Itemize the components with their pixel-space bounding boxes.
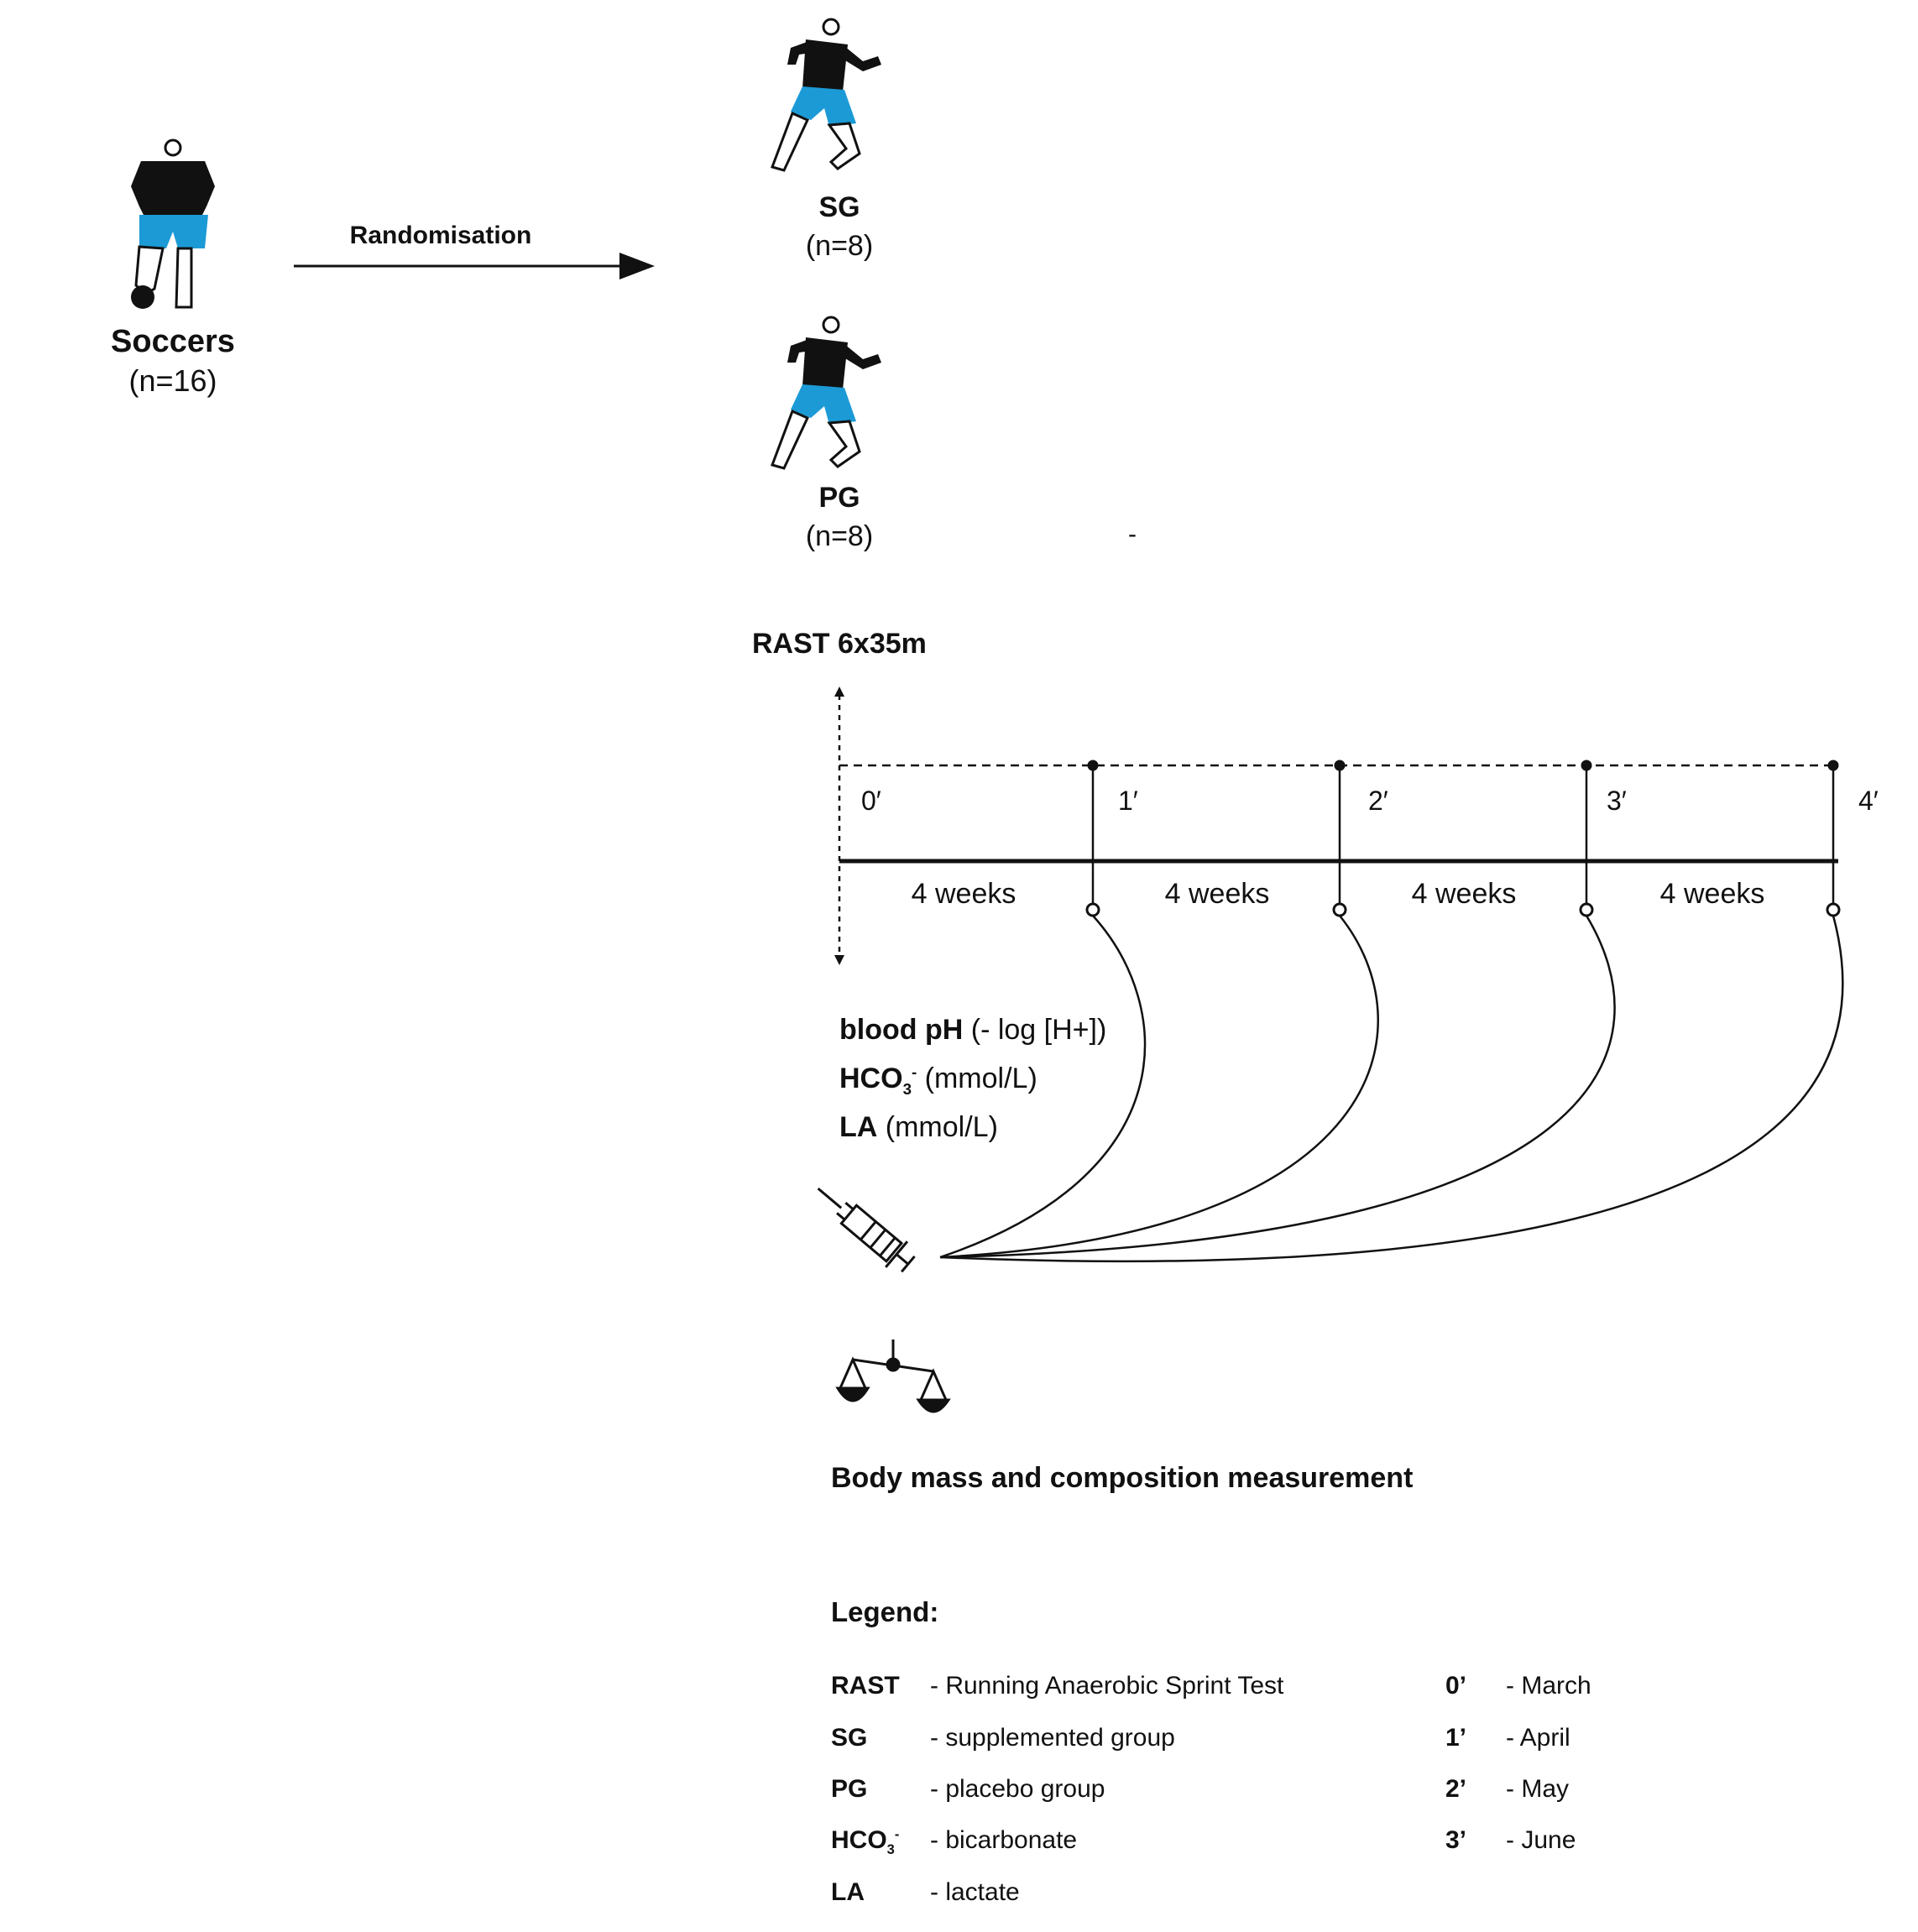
interval-label: 4 weeks	[1164, 878, 1270, 910]
legend-term: PG	[831, 1775, 868, 1803]
legend-term: 3’	[1445, 1826, 1467, 1854]
measure-unit: (mmol/L)	[924, 1063, 1037, 1094]
measure-unit: (mmol/L)	[885, 1111, 998, 1143]
body-mass-label: Body mass and composition measurement	[831, 1462, 1414, 1494]
participants-count: (n=16)	[128, 363, 217, 398]
timepoint-label: 1′	[1118, 786, 1138, 816]
group-count-sg: (n=8)	[805, 230, 874, 262]
sprinting-player-icon	[771, 18, 883, 172]
randomisation-label: Randomisation	[349, 222, 532, 249]
legend-term-subscript: 3	[886, 1842, 895, 1857]
measure-subscript: 3	[902, 1079, 912, 1098]
legend-term: SG	[831, 1724, 868, 1752]
legend-desc: - supplemented group	[930, 1724, 1175, 1752]
timepoint-label: 3′	[1607, 786, 1627, 816]
measure-name: LA	[839, 1111, 878, 1143]
legend-desc: - April	[1506, 1724, 1570, 1752]
legend-term-superscript: -	[894, 1827, 900, 1842]
interval-label: 4 weeks	[911, 878, 1016, 910]
legend-desc: - placebo group	[930, 1775, 1105, 1803]
measure-name: HCO	[839, 1063, 903, 1094]
legend-desc: - March	[1506, 1672, 1591, 1700]
interval-label: 4 weeks	[1411, 878, 1517, 910]
measure-hco3: HCO3- (mmol/L)	[839, 1064, 1037, 1098]
group-label-pg: PG	[818, 482, 860, 514]
legend-term-text: HCO	[831, 1826, 887, 1854]
measure-blood-ph: blood pH (- log [H+])	[839, 1016, 1106, 1044]
legend-term: 2’	[1445, 1775, 1467, 1803]
measure-la: LA (mmol/L)	[839, 1113, 998, 1141]
measure-unit: (- log [H+])	[970, 1014, 1107, 1046]
legend-term: 0’	[1445, 1672, 1467, 1700]
rast-title: RAST 6x35m	[752, 628, 927, 660]
timepoint-label: 4′	[1858, 786, 1879, 816]
legend-desc: - June	[1506, 1826, 1576, 1854]
interval-label: 4 weeks	[1659, 878, 1765, 910]
timeline-graphic	[834, 687, 1844, 1263]
legend-title: Legend:	[831, 1596, 939, 1627]
participants-label: Soccers	[111, 324, 235, 359]
legend-term: HCO3-	[831, 1828, 899, 1857]
legend-desc: - bicarbonate	[930, 1826, 1078, 1854]
syringe-icon	[817, 1188, 916, 1273]
balance-scale-icon	[835, 1339, 951, 1413]
timepoint-label: 0′	[861, 786, 881, 816]
legend-term: 1’	[1445, 1724, 1467, 1752]
legend-desc: - Running Anaerobic Sprint Test	[930, 1672, 1284, 1700]
sprinting-player-icon	[771, 316, 883, 470]
group-label-sg: SG	[818, 191, 860, 223]
arrow-right-icon	[294, 253, 655, 279]
legend-desc: - May	[1506, 1775, 1569, 1803]
legend-term: LA	[831, 1878, 865, 1906]
group-count-pg: (n=8)	[805, 520, 874, 552]
legend-desc: - lactate	[930, 1878, 1020, 1906]
timepoint-label: 2′	[1368, 786, 1388, 816]
stray-mark: -	[1128, 520, 1137, 548]
measure-name: blood pH	[839, 1014, 964, 1046]
soccer-player-with-ball-icon	[131, 138, 215, 309]
measure-superscript: -	[911, 1063, 917, 1081]
legend-term: RAST	[831, 1672, 900, 1700]
